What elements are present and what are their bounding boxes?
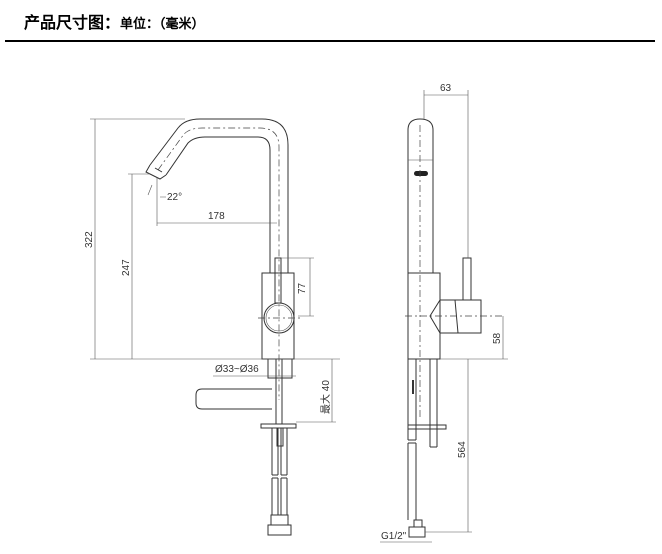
dim-63 xyxy=(423,90,469,258)
dim-178-label: 178 xyxy=(208,211,225,222)
side-nut xyxy=(408,519,426,538)
dim-58 xyxy=(440,316,508,360)
side-stud xyxy=(429,359,438,448)
side-hose xyxy=(407,359,417,520)
dim-247 xyxy=(128,173,150,359)
dim-hole-label: Ø33~Ø36 xyxy=(215,364,259,375)
dim-322 xyxy=(90,118,340,360)
side-lever xyxy=(462,257,472,301)
faucet-body xyxy=(261,272,295,360)
dim-22-angle xyxy=(147,178,166,226)
nut-stud xyxy=(276,427,284,447)
side-washer xyxy=(407,424,447,430)
dim-40 xyxy=(296,359,336,423)
dim-40-label: 最大 40 xyxy=(319,380,332,414)
side-handle xyxy=(429,299,482,334)
side-hose-mark xyxy=(412,380,414,394)
dim-564 xyxy=(425,359,472,533)
dim-322-label: 322 xyxy=(84,231,95,248)
front-view: 322 247 22° 178 77 Ø33~Ø36 最大 40 xyxy=(84,118,340,536)
page-title: 产品尺寸图：单位：（毫米） xyxy=(24,9,205,33)
header-divider xyxy=(5,40,655,42)
dim-22-label: 22° xyxy=(167,192,182,203)
side-spout xyxy=(407,118,434,273)
aerator xyxy=(145,164,167,180)
countertop xyxy=(195,388,272,410)
dim-247-label: 247 xyxy=(121,259,132,276)
dim-thread-label: G1/2" xyxy=(381,531,407,542)
hoses xyxy=(271,428,288,515)
washer-plate xyxy=(260,423,297,429)
spout-centerline xyxy=(157,127,280,400)
dim-58-label: 58 xyxy=(492,332,503,344)
dim-77-label: 77 xyxy=(297,282,308,294)
aerator-icon xyxy=(414,171,428,176)
hose-nuts xyxy=(267,514,292,536)
dim-77 xyxy=(281,257,314,317)
title-text: 产品尺寸图： xyxy=(24,15,121,32)
spout-outer xyxy=(149,118,289,273)
side-view: 63 58 564 G1/2" xyxy=(380,83,508,543)
dim-564-label: 564 xyxy=(457,441,468,458)
unit-text: 单位：（毫米） xyxy=(120,16,205,31)
spout-inner xyxy=(165,136,271,273)
dim-63-label: 63 xyxy=(440,83,452,94)
lever xyxy=(274,257,282,304)
shank xyxy=(267,358,293,379)
